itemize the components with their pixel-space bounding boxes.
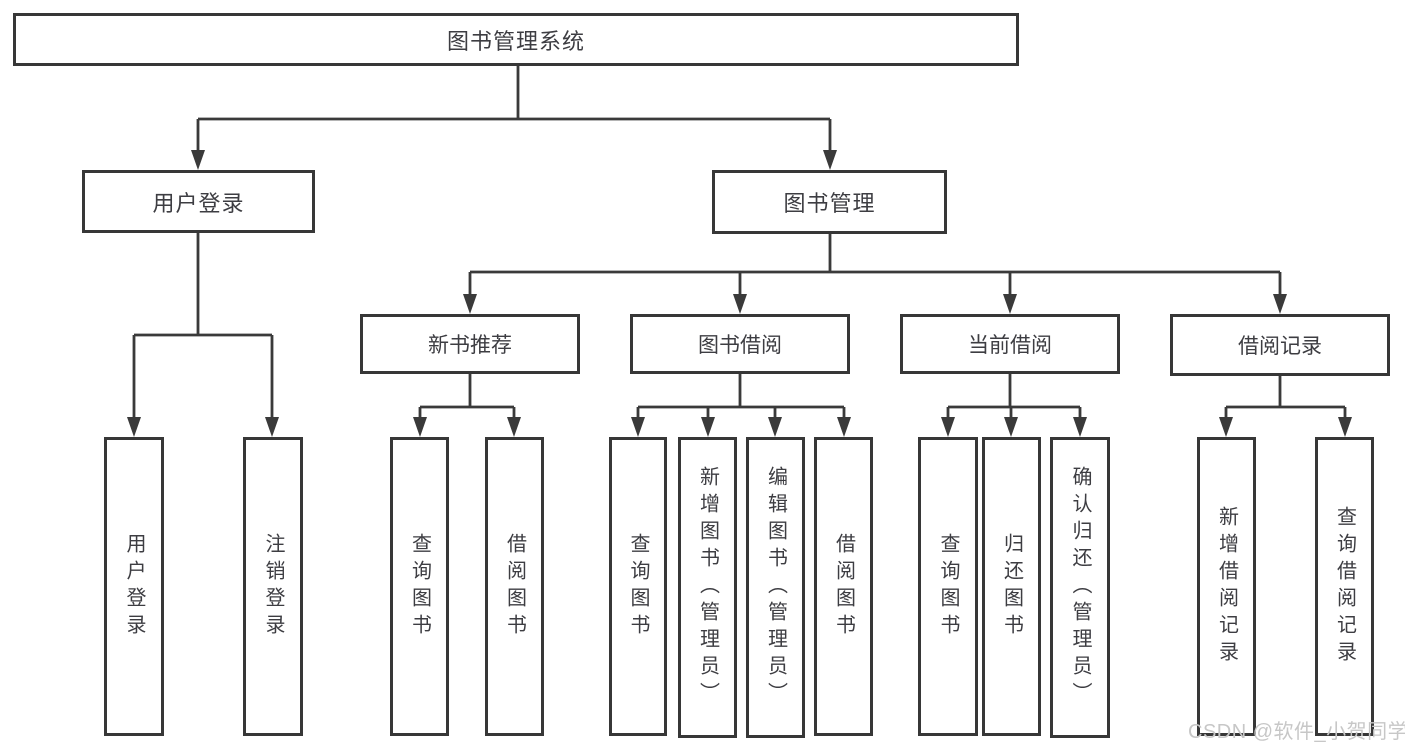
leaf-query-borrow-record: 查询借阅记录: [1315, 437, 1374, 736]
edge-newbooks-trunk: [420, 374, 514, 409]
arrow-icon: [837, 417, 851, 437]
leaf-borrow-books-1: 借阅图书: [485, 437, 544, 736]
arrow-icon: [1338, 417, 1352, 437]
arrow-icon: [941, 417, 955, 437]
node-label: 当前借阅: [968, 334, 1052, 357]
edge-root-trunk: [198, 66, 830, 121]
arrowheads: [127, 150, 1352, 437]
node-borrow-records: 借阅记录: [1170, 314, 1390, 376]
node-label: 查询图书: [627, 532, 649, 641]
node-label: 图书管理: [783, 191, 876, 216]
node-label: 查询图书: [408, 532, 431, 641]
arrow-icon: [1003, 294, 1017, 314]
node-label: 借阅图书: [503, 532, 526, 641]
node-label: 借阅图书: [832, 532, 855, 641]
leaf-edit-books-admin: 编辑图书（管理员）: [746, 437, 805, 738]
node-label: 借阅记录: [1238, 335, 1322, 358]
node-label: 图书管理系统: [446, 28, 585, 54]
leaf-add-books-admin: 新增图书（管理员）: [678, 437, 737, 738]
csdn-watermark: CSDN @软件_小贺同学: [1188, 721, 1405, 743]
node-label: 归还图书: [1000, 532, 1023, 641]
leaf-return-books: 归还图书: [982, 437, 1041, 736]
node-user-login: 用户登录: [82, 170, 315, 233]
edge-borrowrecords-trunk: [1226, 376, 1345, 409]
leaf-logout: 注销登录: [243, 437, 303, 736]
leaf-borrow-books-2: 借阅图书: [814, 437, 873, 736]
edge-bookborrow-trunk: [638, 374, 844, 409]
node-label: 注销登录: [262, 532, 284, 641]
arrow-icon: [463, 294, 477, 314]
arrow-icon: [1273, 294, 1287, 314]
node-label: 新增借阅记录: [1215, 505, 1238, 668]
node-book-borrowing: 图书借阅: [630, 314, 850, 374]
arrow-icon: [127, 417, 141, 437]
leaf-query-books-1: 查询图书: [390, 437, 449, 736]
edge-bookmgmt-trunk: [470, 234, 1280, 274]
leaf-add-borrow-record: 新增借阅记录: [1197, 437, 1256, 736]
arrow-icon: [823, 150, 837, 170]
leaf-confirm-return-admin: 确认归还（管理员）: [1050, 437, 1110, 738]
arrow-icon: [265, 417, 279, 437]
edge-userlogin-trunk: [134, 233, 272, 337]
leaf-query-books-2: 查询图书: [609, 437, 667, 736]
arrow-icon: [631, 417, 645, 437]
arrow-icon: [1004, 417, 1018, 437]
node-label: 用户登录: [152, 190, 245, 216]
arrow-icon: [701, 417, 715, 437]
node-book-management: 图书管理: [712, 170, 947, 234]
arrow-icon: [413, 417, 427, 437]
node-current-borrowing: 当前借阅: [900, 314, 1120, 374]
node-new-book-recommend: 新书推荐: [360, 314, 580, 374]
arrow-icon: [768, 417, 782, 437]
node-label: 图书借阅: [698, 334, 782, 357]
leaf-user-login: 用户登录: [104, 437, 164, 736]
node-label: 编辑图书（管理员）: [764, 466, 787, 709]
node-label: 查询图书: [937, 532, 959, 641]
arrow-icon: [191, 150, 205, 170]
node-label: 新增图书（管理员）: [696, 466, 719, 709]
node-label: 查询借阅记录: [1333, 505, 1356, 668]
node-label: 新书推荐: [428, 334, 512, 357]
node-label: 确认归还（管理员）: [1069, 466, 1091, 709]
arrow-icon: [507, 417, 521, 437]
arrow-icon: [1073, 417, 1087, 437]
arrow-icon: [1219, 417, 1233, 437]
edge-currentborrow-trunk: [948, 374, 1080, 409]
arrow-icon: [733, 294, 747, 314]
node-library-management-system: 图书管理系统: [13, 13, 1019, 66]
leaf-query-books-3: 查询图书: [918, 437, 978, 736]
node-label: 用户登录: [123, 532, 145, 641]
